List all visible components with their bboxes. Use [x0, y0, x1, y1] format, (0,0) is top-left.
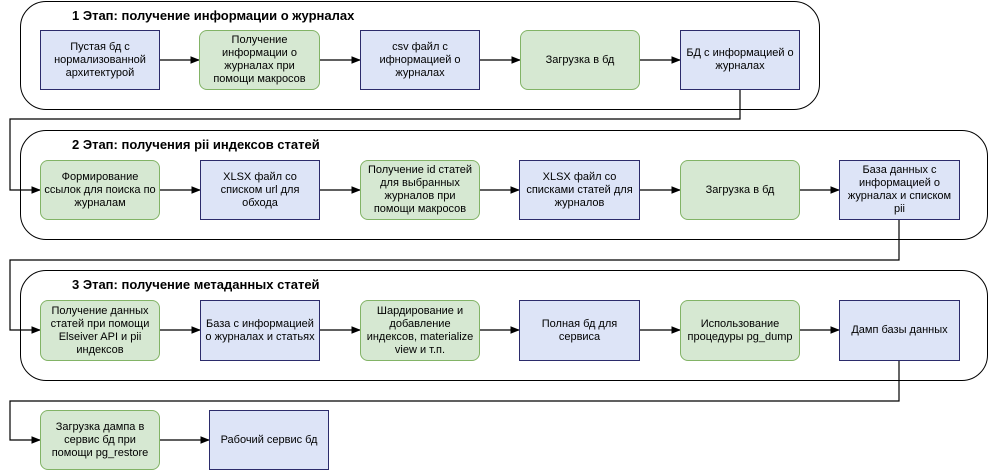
node-journal-db[interactable]: БД с информацией о журналах	[680, 30, 800, 90]
node-restore-dump[interactable]: Загрузка дампа в сервис бд при помощи pg…	[40, 410, 160, 470]
stage-2-title: 2 Этап: получения pii индексов статей	[72, 137, 320, 152]
node-empty-db[interactable]: Пустая бд с нормализованной архитектурой	[40, 30, 160, 90]
stage-2-container	[20, 130, 988, 240]
node-get-article-ids[interactable]: Получение id статей для выбранных журнал…	[360, 160, 480, 220]
node-load-db-2[interactable]: Загрузка в бд	[680, 160, 800, 220]
stage-1-container	[20, 1, 820, 110]
node-db-journals-articles[interactable]: База с информацией о журналах и статьях	[200, 300, 320, 361]
node-get-journal-info[interactable]: Получение информации о журналах при помо…	[199, 30, 320, 90]
node-db-with-pii[interactable]: База данных с информацией о журналах и с…	[839, 160, 960, 220]
node-working-service[interactable]: Рабочий сервис бд	[209, 410, 329, 470]
stage-3-title: 3 Этап: получение метаданных статей	[72, 277, 320, 292]
node-csv-file[interactable]: csv файл с ифнормацией о журналах	[360, 30, 480, 90]
node-load-db-1[interactable]: Загрузка в бд	[520, 30, 640, 90]
stage-1-title: 1 Этап: получение информации о журналах	[72, 8, 355, 23]
node-db-dump[interactable]: Дамп базы данных	[839, 300, 960, 361]
node-xlsx-urls[interactable]: XLSX файл со списком url для обхода	[200, 160, 320, 220]
stage-3-container	[20, 270, 988, 381]
node-build-links[interactable]: Формирование ссылок для поиска по журнал…	[40, 160, 160, 220]
arrow-wrap-3-final	[9, 361, 900, 444]
node-full-db[interactable]: Полная бд для сервиса	[519, 300, 640, 361]
node-get-article-data[interactable]: Получение данных статей при помощи Elsei…	[40, 300, 160, 361]
node-xlsx-articles[interactable]: XLSX файл со списками статей для журнало…	[519, 160, 640, 220]
node-pg-dump[interactable]: Использование процедуры pg_dump	[680, 300, 800, 361]
node-sharding[interactable]: Шардирование и добавление индексов, mate…	[360, 300, 480, 361]
